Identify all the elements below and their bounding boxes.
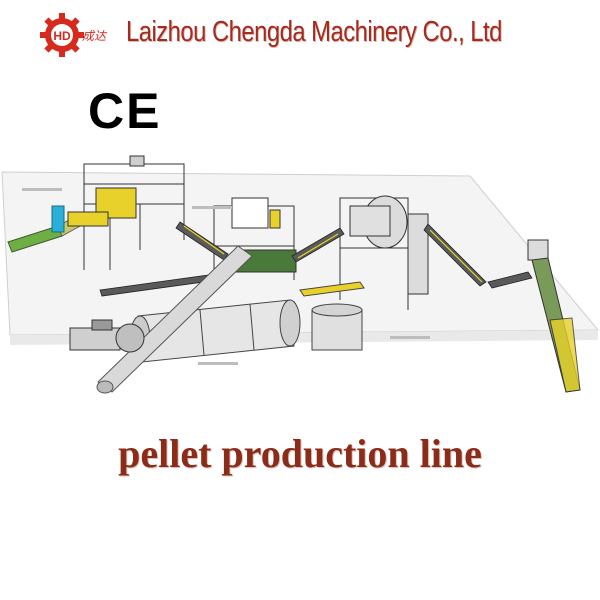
crusher-frame bbox=[67, 155, 185, 270]
header: HD 成达 Laizhou Chengda Machinery Co., Ltd bbox=[0, 0, 600, 70]
feed-pipe bbox=[96, 245, 253, 394]
ce-mark: CE bbox=[88, 83, 162, 139]
logo-text: HD bbox=[53, 29, 71, 43]
cyclone bbox=[299, 281, 365, 351]
caption: pellet production line bbox=[118, 431, 482, 476]
dryer-tower bbox=[339, 195, 429, 310]
logo-chinese-text: 成达 bbox=[82, 29, 108, 43]
burner-unit bbox=[69, 319, 145, 353]
pellet-production-line-drawing bbox=[1, 155, 600, 394]
company-name: Laizhou Chengda Machinery Co., Ltd bbox=[126, 16, 502, 48]
gear-logo-icon: HD 成达 bbox=[40, 13, 108, 57]
output-conveyor bbox=[527, 239, 581, 393]
